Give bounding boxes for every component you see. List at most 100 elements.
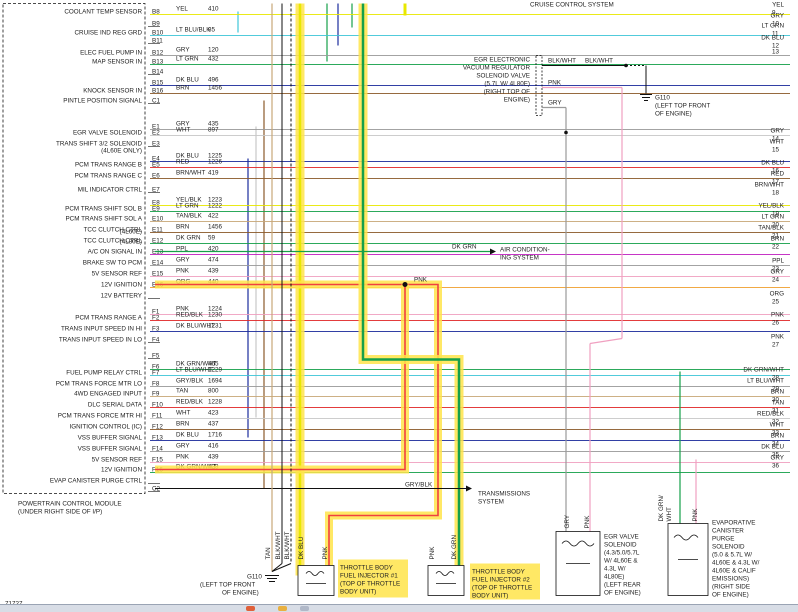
pin-wire-color-38: BRN [176,421,190,428]
egr-reg-splice [624,63,628,68]
egr-reg-wire-top: BLK/WHT [548,58,576,65]
pin-wire-color-23: GRY [176,257,190,264]
pin-id-9: C1 [152,98,161,105]
pin-id-32: F6 [152,364,160,371]
pin-function-9: PINTLE POSITION SIGNAL [63,98,142,105]
pin-function-21: TCC CLUTCH CTRL [84,238,143,245]
egr-sol-label-7: (LEFT REAR [604,582,641,589]
pin-function-40: VSS BUFFER SIGNAL [78,446,143,453]
pin-function-39: VSS BUFFER SIGNAL [78,435,143,442]
pin-circuit-7: 496 [208,77,219,84]
pin-id-1: B9 [152,21,160,28]
right-wire-num-9: 18 [772,190,780,197]
background-wires [237,3,353,489]
pin-extra-label-1: (4L60E) [120,229,142,236]
evap-wire-wht: WHT [666,507,673,521]
right-wire-num-16: 25 [772,299,780,306]
pin-circuit-8: 1456 [208,85,223,92]
right-wire-label-22: TAN [772,400,785,407]
pin-id-10: E1 [152,124,160,131]
pin-wire-color-4: GRY [176,47,190,54]
right-wire-num-14: 23 [772,266,780,273]
pin-id-6: B14 [152,69,164,76]
pin-wire-color-14: RED [176,159,190,166]
pin-function-24: 5V SENSOR REF [92,271,143,278]
inj2-label-3: (TOP OF THROTTLE [472,585,532,592]
right-wire-num-5: 14 [772,136,780,143]
inj1-wire-pnk: PNK [322,546,329,560]
inj1-label-4: BODY UNIT) [340,589,376,596]
pin-circuit-20: 1456 [208,224,223,231]
pin-function-29: TRANS INPUT SPEED IN HI [61,326,142,333]
evap-label-7: 4L60E & CALIF [712,568,756,575]
hl-injector2-dkgrn [358,3,464,576]
right-wire-label-5: GRY [770,128,784,135]
pin-wire-color-15: BRN/WHT [176,170,206,177]
trans-wire-label: GRY/BLK [405,482,433,489]
g110-bottom-label-3: OF ENGINE) [222,590,259,597]
ground-wire-blkwht-1: BLK/WHT [275,531,282,559]
right-wire-label-20: LT BLU/WHT [747,378,784,385]
pin-id-18: E9 [152,206,160,213]
pin-function-12: TRANS SHIFT 3/2 SOLENOID [56,141,142,148]
pin-wire-color-27: PNK [176,306,190,313]
right-wire-label-9: BRN/WHT [755,182,785,189]
pin-wire-color-5: LT GRN [176,56,199,63]
taskbar-folder-icon[interactable] [278,606,287,611]
pin-extra-label-2: (4L80E) [120,239,142,246]
inj2-label-4: BODY UNIT) [472,593,508,600]
g110-top-label-3: OF ENGINE) [655,111,692,118]
g110-top-ground: G110 (LEFT TOP FRONT OF ENGINE) [640,94,710,118]
right-wire-num-2: 11 [772,31,779,38]
egr-sol-label-6: 4L80E) [604,574,624,581]
right-wire-label-11: LT GRN [761,214,784,221]
pin-wire-color-13: DK BLU [176,153,199,160]
pin-circuit-24: 439 [208,268,219,275]
pin-wire-color-18: LT GRN [176,203,199,210]
taskbar-close-icon[interactable] [300,606,309,611]
pin-function-43: EVAP CANISTER PURGE CTRL [50,478,143,485]
right-wire-num-0: 9 [772,10,776,17]
pin-wire-color-19: TAN/BLK [176,213,203,220]
egr-reg-label-3: SOLENOID VALVE [476,73,530,80]
right-wire-num-13: 22 [772,244,780,251]
right-wire-label-19: DK GRN/WHT [743,367,784,374]
pin-id-33: F7 [152,370,160,377]
pin-id-39: F13 [152,435,163,442]
pin-function-37: PCM TRANS FORCE MTR HI [58,413,142,420]
pin-wire-color-11: WHT [176,127,190,134]
right-wire-num-15: 24 [772,277,780,284]
pin-function-14: PCM TRANS RANGE B [75,162,142,169]
right-wire-num-24: 33 [772,430,780,437]
egr-sol-wire-pnk: PNK [584,515,591,529]
transmission-branch: GRY/BLK TRANSMISSIONS SYSTEM [155,482,530,506]
pin-id-41: F15 [152,457,163,464]
pin-wire-color-20: BRN [176,224,190,231]
pin-id-31: F5 [152,353,160,360]
right-wire-num-22: 31 [772,408,780,415]
right-wire-num-17: 26 [772,320,780,327]
evap-label-9: (RIGHT SIDE [712,584,750,591]
right-wire-label-16: ORG [770,291,784,298]
evap-label-6: 4L60E & 4.3L W/ [712,560,760,567]
splice-dot [402,282,408,287]
evap-purge-solenoid: DK GRN/ WHT PNK EVAPORATIVE CANISTER PUR… [658,371,760,599]
pin-wire-color-37: WHT [176,410,190,417]
right-wire-label-15: GRY [770,269,784,276]
right-wire-num-19: 28 [772,375,780,382]
pin-circuit-33: 1229 [208,367,223,374]
ac-wire-label: DK GRN [452,244,477,251]
pnk-wire-label: PNK [414,277,428,284]
taskbar-app-icon[interactable] [246,606,255,611]
pin-wire-color-2: LT BLU/BLK [176,27,211,34]
pin-circuit-15: 419 [208,170,219,177]
pin-function-18: PCM TRANS SHIFT SOL B [65,206,142,213]
right-wire-label-13: BRN [771,236,785,243]
pin-function-19: PCM TRANS SHIFT SOL A [65,216,142,223]
ground-wire-blkwht-2: BLK/WHT [284,531,291,559]
right-wire-num-4: 13 [772,49,780,56]
right-wire-num-10: 19 [772,211,780,218]
evap-label-3: PURGE [712,536,734,543]
pin-circuit-0: 410 [208,6,219,13]
